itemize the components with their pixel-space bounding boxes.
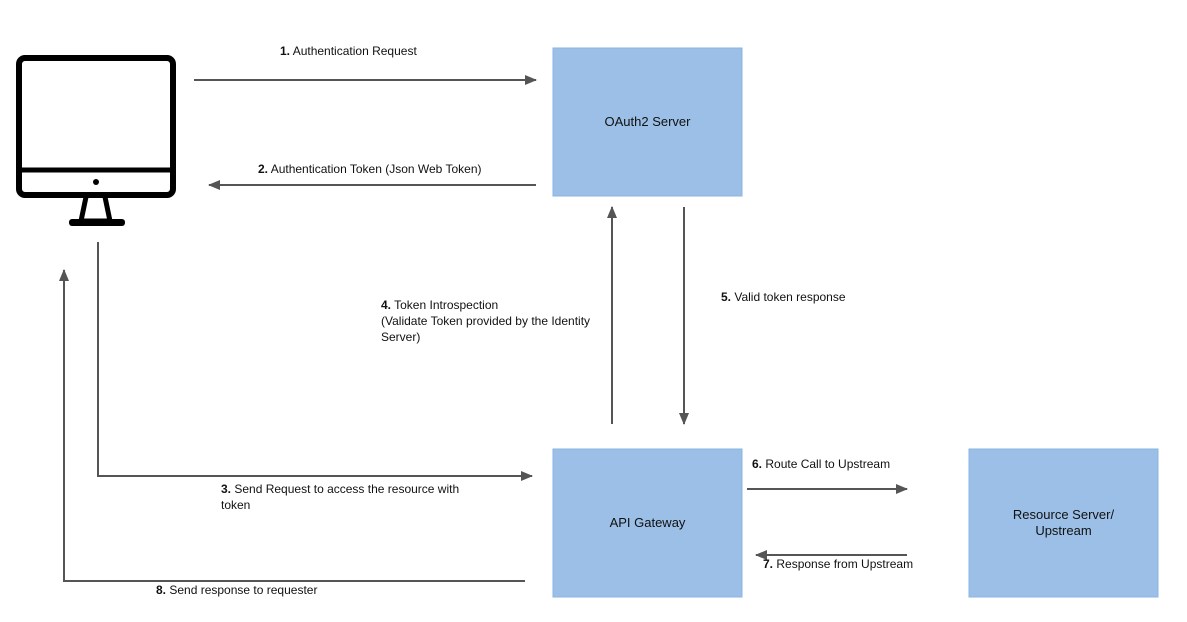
api-gateway-box: [552, 448, 743, 598]
edge-6-number: 6.: [752, 457, 763, 471]
edge-5-number: 5.: [721, 290, 732, 304]
oauth2-server-text: OAuth2 Server: [604, 114, 691, 129]
edge-label-5: 5. Valid token response: [721, 289, 846, 305]
edge-label-4: 4. Token Introspection (Validate Token p…: [381, 297, 590, 345]
api-gateway-text: API Gateway: [609, 515, 686, 530]
edge-4-text-line3: Server): [381, 330, 421, 344]
resource-server-box: [968, 448, 1159, 598]
edge-4-number: 4.: [381, 298, 392, 312]
edge-label-1: 1. Authentication Request: [280, 43, 417, 59]
desktop-monitor-icon: [16, 55, 176, 226]
edge-8-text: Send response to requester: [166, 583, 318, 597]
arrow-8-send-response: [59, 269, 525, 582]
edge-label-8: 8. Send response to requester: [156, 582, 317, 598]
edge-2-number: 2.: [258, 162, 269, 176]
arrow-3-send-request: [97, 242, 533, 481]
oauth2-server-box: [552, 47, 743, 197]
oauth2-server-label: OAuth2 Server: [553, 48, 742, 196]
edge-label-6: 6. Route Call to Upstream: [752, 456, 890, 472]
edge-1-number: 1.: [280, 44, 291, 58]
edge-3-text-line2: token: [221, 498, 251, 512]
edge-4-text-line2: (Validate Token provided by the Identity: [381, 314, 591, 328]
edge-label-7: 7. Response from Upstream: [763, 556, 913, 572]
edge-label-3: 3. Send Request to access the resource w…: [221, 481, 459, 513]
edge-7-text: Response from Upstream: [773, 557, 914, 571]
api-gateway-label: API Gateway: [553, 449, 742, 597]
edge-1-text: Authentication Request: [290, 44, 417, 58]
resource-server-line2: Upstream: [1035, 523, 1092, 538]
edge-4-text: Token Introspection: [391, 298, 499, 312]
edge-label-2: 2. Authentication Token (Json Web Token): [258, 161, 481, 177]
edge-3-text: Send Request to access the resource with: [231, 482, 460, 496]
edge-7-number: 7.: [763, 557, 774, 571]
resource-server-line1: Resource Server/: [1012, 507, 1115, 522]
resource-server-label: Resource Server/ Upstream: [969, 449, 1158, 597]
resource-server-text: Resource Server/ Upstream: [1013, 507, 1114, 539]
edge-2-text: Authentication Token (Json Web Token): [268, 162, 482, 176]
edge-5-text: Valid token response: [731, 290, 846, 304]
edge-3-number: 3.: [221, 482, 232, 496]
edge-8-number: 8.: [156, 583, 167, 597]
edge-6-text: Route Call to Upstream: [762, 457, 891, 471]
